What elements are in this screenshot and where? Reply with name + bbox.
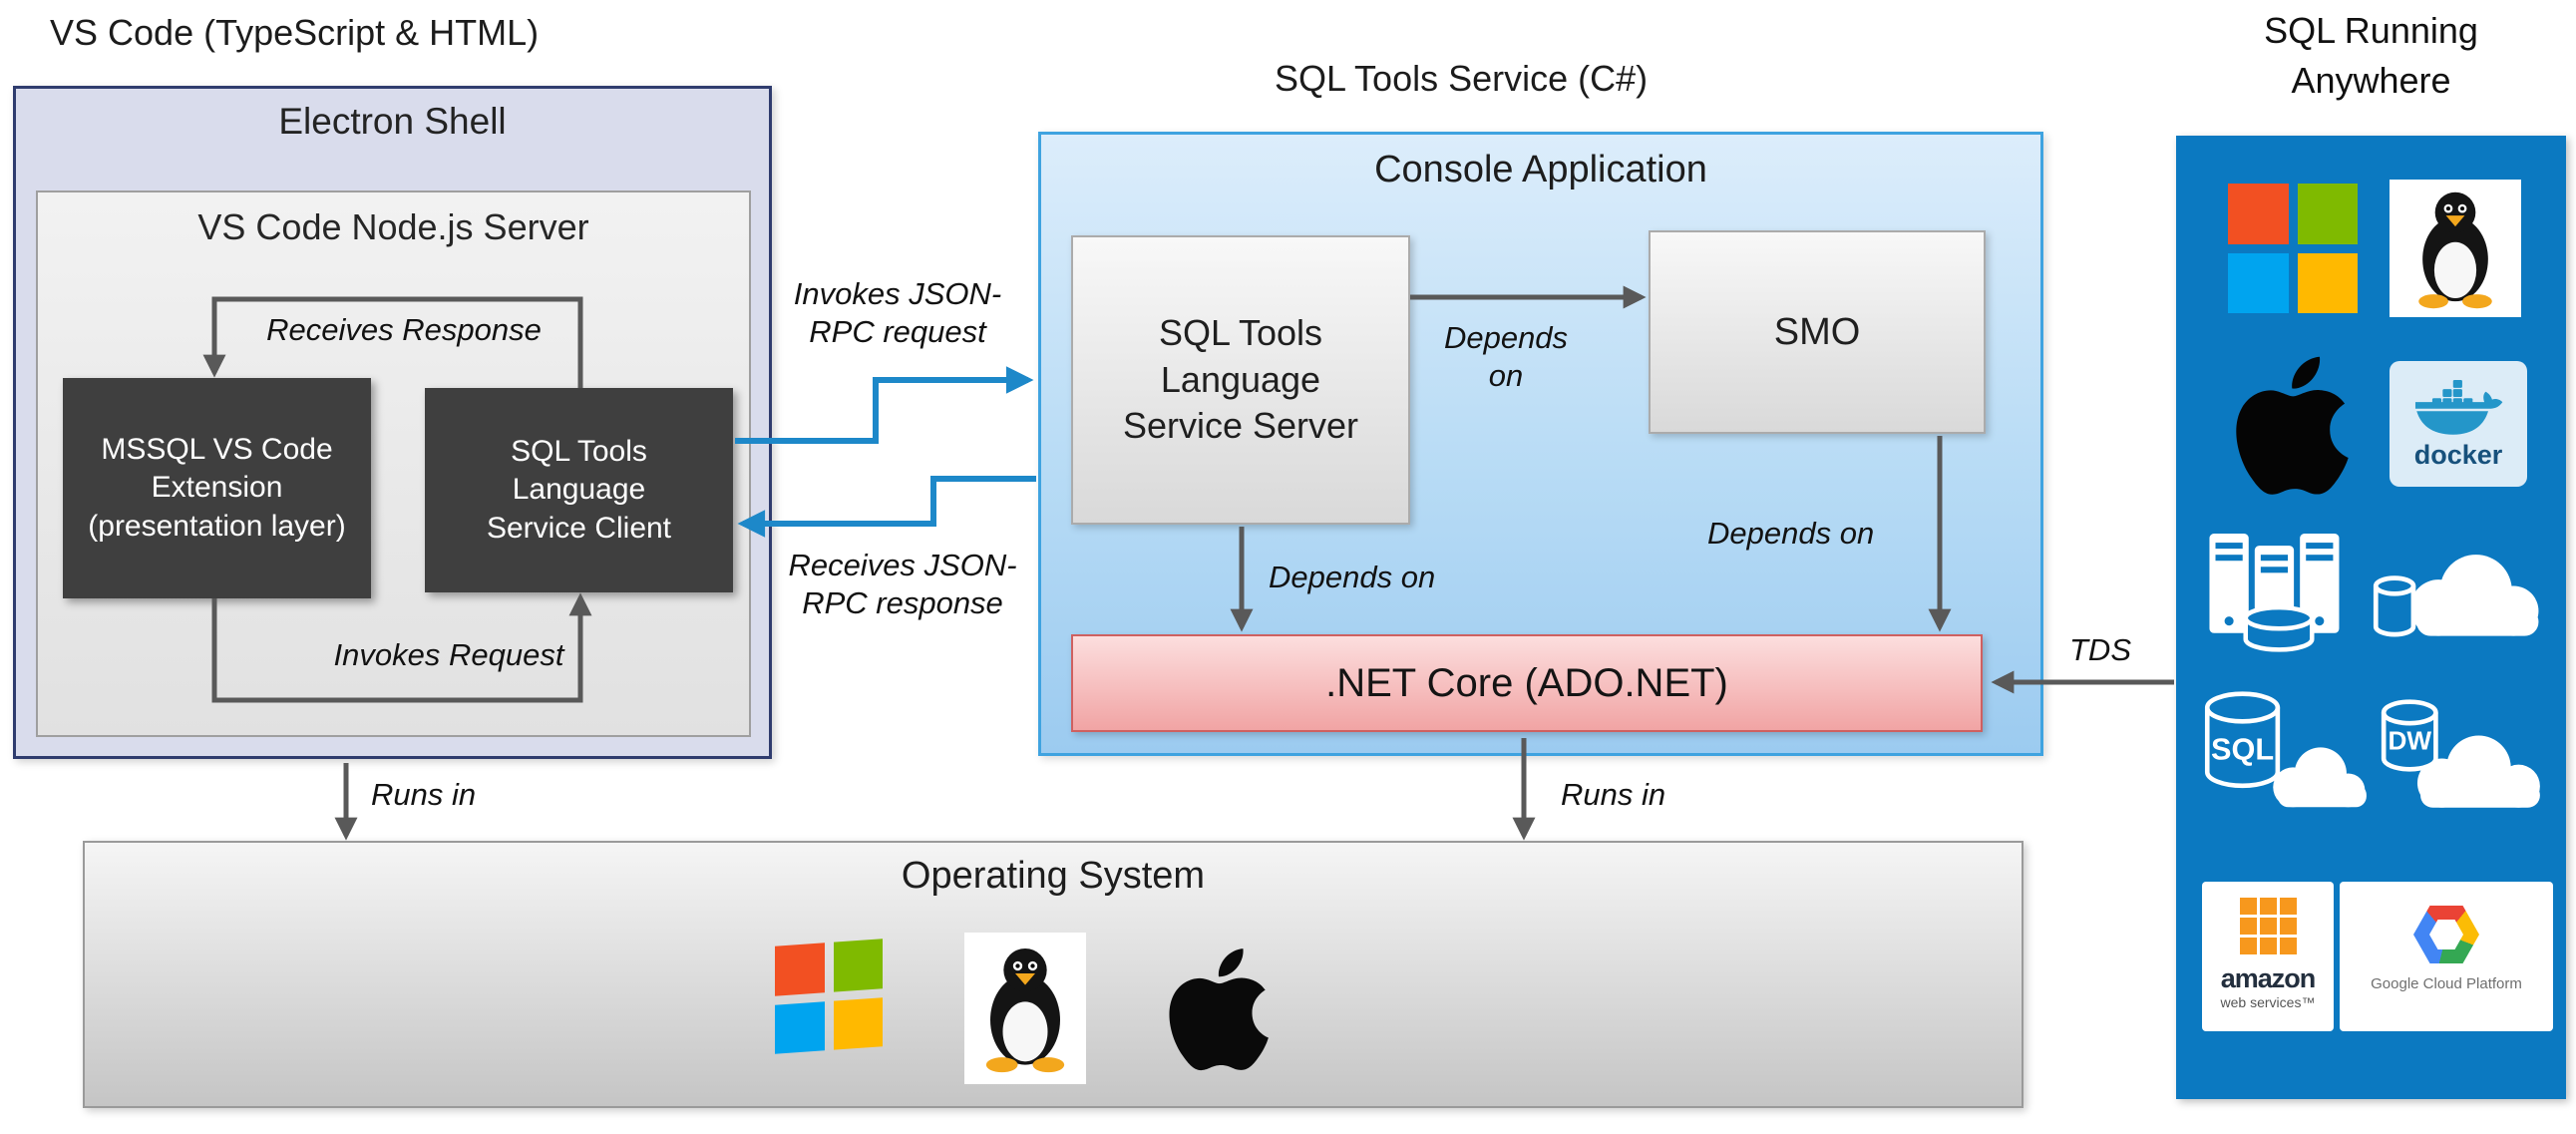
smo-depends-on-netcore-label: Depends on [1707, 516, 1875, 551]
aws-sub-label: web services™ [2220, 994, 2316, 1011]
receives-jsonrpc-label: Receives JSON-RPC response [788, 548, 1017, 620]
sql-server-stack-icon [2200, 531, 2358, 660]
vscode-section-label: VS Code (TypeScript & HTML) [50, 12, 540, 53]
node-server-title: VS Code Node.js Server [197, 206, 589, 247]
electron-shell-box: Electron Shell VS Code Node.js Server MS… [13, 86, 772, 759]
cloud-database-icon [2370, 539, 2551, 658]
aws-logo: amazon web services™ [2202, 882, 2334, 1031]
docker-whale [2414, 379, 2503, 435]
data-warehouse-cloud-icon: DW [2370, 694, 2551, 820]
sql-anywhere-panel: docker [2176, 136, 2566, 1099]
tds-label: TDS [2069, 632, 2131, 667]
windows-logo [775, 939, 883, 1054]
depends-on-smo-label: Depends on [1443, 320, 1569, 393]
console-application-box: Console Application SQL Tools Language S… [1038, 132, 2043, 756]
docker-icon: docker [2390, 361, 2527, 487]
invokes-request-label: Invokes Request [333, 637, 564, 672]
depends-on-netcore-label: Depends on [1269, 560, 1436, 594]
service-client-box: SQL Tools Language Service Client [425, 388, 733, 592]
tux-penguin [985, 948, 1065, 1073]
console-application-title: Console Application [1374, 149, 1707, 190]
service-server-box: SQL Tools Language Service Server [1071, 235, 1410, 525]
gcp-label: Google Cloud Platform [2371, 975, 2522, 992]
docker-label: docker [2413, 439, 2503, 470]
node-server-box: VS Code Node.js Server MSSQL VS Code Ext… [36, 190, 751, 737]
linux-tux-icon [2390, 180, 2521, 317]
operating-system-title: Operating System [901, 855, 1206, 897]
electron-shell-title: Electron Shell [278, 101, 507, 142]
apple-logo [2212, 343, 2350, 497]
windows-logo [2228, 184, 2358, 313]
receives-response-label: Receives Response [266, 312, 542, 347]
sql-anywhere-title: SQL Running Anywhere [2264, 10, 2478, 101]
aws-cubes-icon [2202, 898, 2334, 954]
invokes-jsonrpc-arrow [735, 366, 1034, 444]
aws-name-label: amazon [2220, 963, 2317, 993]
sql-database-label: SQL [2211, 732, 2274, 767]
receives-jsonrpc-arrow [737, 476, 1036, 538]
apple-logo [1148, 927, 1270, 1082]
google-cloud-logo: Google Cloud Platform [2340, 882, 2553, 1031]
net-core-box: .NET Core (ADO.NET) [1071, 634, 1983, 732]
runs-in-right-label: Runs in [1561, 777, 1666, 812]
sqltools-section-label: SQL Tools Service (C#) [1275, 58, 1649, 99]
data-warehouse-label: DW [2389, 725, 2432, 755]
linux-tux-icon [964, 933, 1086, 1084]
sql-database-cloud-icon: SQL [2198, 686, 2370, 822]
mssql-extension-box: MSSQL VS Code Extension (presentation la… [63, 378, 371, 598]
invokes-jsonrpc-label: Invokes JSON-RPC request [793, 276, 1002, 349]
runs-in-left-label: Runs in [371, 777, 477, 812]
gcp-hexagon-icon [2413, 906, 2479, 963]
smo-box: SMO [1649, 230, 1986, 434]
operating-system-box: Operating System [83, 841, 2024, 1108]
